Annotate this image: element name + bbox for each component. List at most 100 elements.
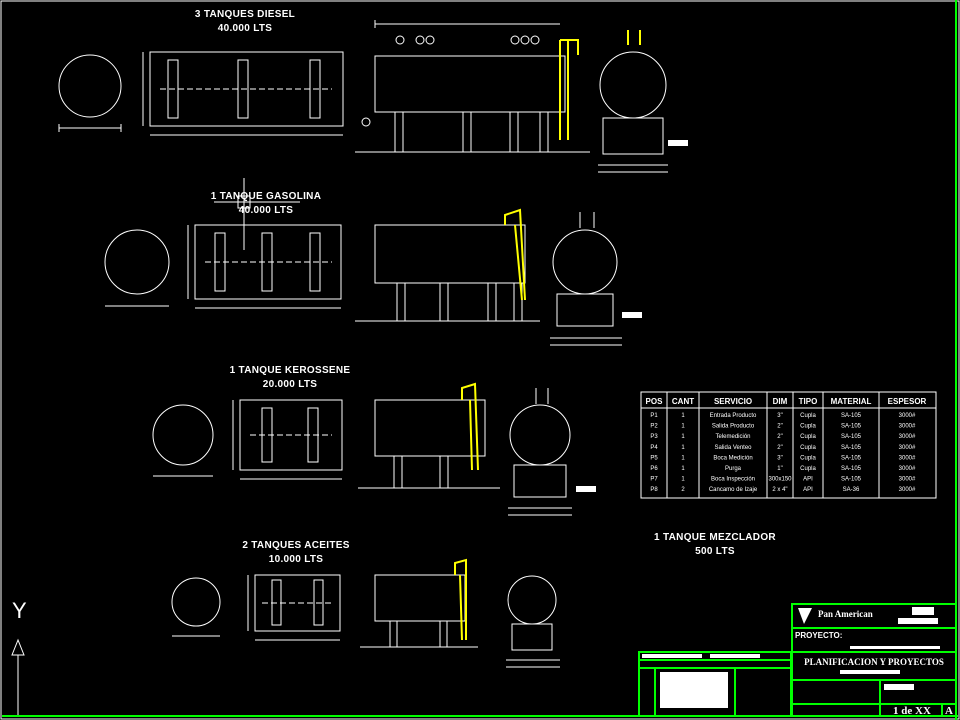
table-cell: Cupla: [800, 455, 816, 461]
table-cell: P4: [650, 445, 658, 451]
kerossene-tank-group[interactable]: 1 TANQUE KEROSSENE 20.000 LTS: [152, 365, 596, 516]
table-header-cell: ESPESOR: [888, 397, 927, 406]
department-name: PLANIFICACION Y PROYECTOS: [804, 657, 944, 667]
table-cell: 1: [681, 424, 685, 430]
aceites-title: 2 TANQUES ACEITES: [242, 540, 349, 551]
table-cell: P2: [650, 424, 658, 430]
table-cell: P7: [650, 477, 658, 483]
company-logo-icon: [798, 608, 812, 624]
diesel-title: 3 TANQUES DIESEL: [195, 9, 295, 20]
aceites-side-view: [374, 574, 466, 622]
revision-letter: A: [945, 705, 953, 717]
table-cell: 3000#: [899, 424, 916, 430]
table-cell: Cupla: [800, 424, 816, 430]
table-cell: Purga: [725, 466, 742, 472]
table-header-cell: DIM: [773, 397, 788, 406]
title-block[interactable]: Pan American PROYECTO: PLANIFICACION Y P…: [638, 603, 957, 717]
table-cell: 3": [777, 413, 782, 419]
table-cell: 1: [681, 413, 685, 419]
table-cell: Entrada Producto: [710, 413, 757, 419]
diesel-ladder: [560, 39, 579, 140]
table-cell: P3: [650, 434, 658, 440]
table-header-cell: TIPO: [799, 397, 818, 406]
table-cell: P1: [650, 413, 658, 419]
table-cell: P6: [650, 466, 658, 472]
table-header-cell: CANT: [672, 397, 694, 406]
gasolina-plan-view: [194, 224, 342, 300]
table-cell: P5: [650, 455, 658, 461]
table-cell: 2: [681, 487, 685, 493]
kerossene-title: 1 TANQUE KEROSSENE: [230, 365, 351, 376]
table-cell: Salida Producto: [712, 424, 755, 430]
table-cell: 2 x 4": [772, 487, 787, 493]
table-cell: SA-105: [841, 455, 862, 461]
kerossene-capacity: 20.000 LTS: [263, 379, 318, 390]
diesel-capacity: 40.000 LTS: [218, 23, 273, 34]
table-cell: 1": [777, 466, 782, 472]
table-header-cell: MATERIAL: [831, 397, 872, 406]
table-cell: Cupla: [800, 434, 816, 440]
table-cell: 3000#: [899, 455, 916, 461]
table-cell: Cupla: [800, 466, 816, 472]
kerossene-plan-view: [239, 399, 343, 471]
mezclador-capacity: 500 LTS: [695, 546, 735, 557]
gasolina-end-view-right: [552, 229, 618, 295]
gasolina-tank-group[interactable]: 1 TANQUE GASOLINA 40.000 LTS: [104, 178, 642, 346]
aceites-plan-view: [254, 574, 341, 632]
table-cell: SA-36: [843, 487, 860, 493]
gasolina-end-view: [104, 229, 170, 295]
kerossene-side-view: [374, 399, 486, 457]
table-header-cell: SERVICIO: [714, 397, 752, 406]
table-cell: 1: [681, 477, 685, 483]
aceites-tank-group[interactable]: 2 TANQUES ACEITES 10.000 LTS: [171, 540, 560, 668]
aceites-end-view-right: [507, 575, 557, 625]
table-cell: P8: [650, 487, 658, 493]
title-block-main: [791, 603, 957, 717]
gasolina-side-view: [374, 224, 526, 284]
table-cell: SA-105: [841, 424, 862, 430]
gasolina-capacity: 40.000 LTS: [239, 205, 294, 216]
ucs-y-label: Y: [12, 598, 27, 623]
kerossene-end-view: [152, 404, 214, 466]
ucs-arrow-icon: [11, 638, 25, 715]
table-cell: 3000#: [899, 413, 916, 419]
company-name: Pan American: [818, 609, 873, 619]
table-cell: 1: [681, 466, 685, 472]
table-cell: Salida Venteo: [714, 445, 752, 451]
diesel-tank-group[interactable]: 3 TANQUES DIESEL 40.000 LTS: [58, 9, 688, 173]
diesel-end-view-right: [599, 51, 667, 119]
project-label: PROYECTO:: [795, 631, 842, 640]
table-cell: 2": [777, 434, 782, 440]
aceites-end-view: [171, 577, 221, 627]
table-cell: 2": [777, 424, 782, 430]
aceites-ladder: [454, 558, 467, 641]
diesel-side-view: [374, 55, 566, 113]
gasolina-ladder: [504, 208, 526, 301]
table-cell: 3000#: [899, 445, 916, 451]
table-cell: SA-105: [841, 413, 862, 419]
table-cell: Cupla: [800, 445, 816, 451]
table-cell: 1: [681, 455, 685, 461]
table-cell: Cancamo de Izaje: [709, 487, 758, 493]
diesel-plan-view: [149, 51, 344, 127]
table-cell: SA-105: [841, 445, 862, 451]
table-cell: SA-105: [841, 477, 862, 483]
table-cell: 3": [777, 455, 782, 461]
ucs-axis-icon: Y: [11, 598, 27, 715]
sheet-number: 1 de XX: [893, 705, 931, 717]
table-cell: Cupla: [800, 413, 816, 419]
table-cell: SA-105: [841, 466, 862, 472]
table-cell: SA-105: [841, 434, 862, 440]
kerossene-end-view-right: [509, 404, 571, 466]
table-cell: 3000#: [899, 477, 916, 483]
table-cell: 1: [681, 445, 685, 451]
aceites-capacity: 10.000 LTS: [269, 554, 324, 565]
mezclador-title: 1 TANQUE MEZCLADOR: [654, 532, 776, 543]
table-cell: API: [803, 477, 813, 483]
table-cell: 3000#: [899, 434, 916, 440]
table-cell: Boca Inspección: [711, 477, 755, 483]
table-cell: 1: [681, 434, 685, 440]
